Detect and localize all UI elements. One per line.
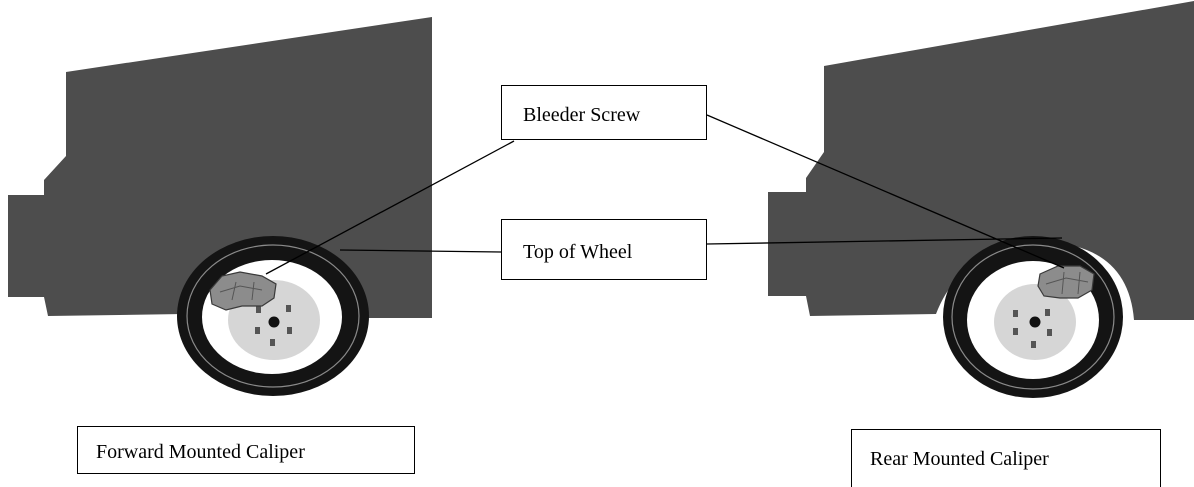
lug-nut — [255, 327, 260, 334]
top-of-wheel-label: Top of Wheel — [501, 219, 707, 280]
caliper-left — [209, 271, 277, 311]
lug-nut — [1047, 329, 1052, 336]
caliper-left-detail — [219, 281, 263, 301]
lug-nut — [1045, 309, 1050, 316]
leader-top-right — [706, 237, 1063, 245]
lug-nut — [270, 339, 275, 346]
lug-nut — [1031, 341, 1036, 348]
lug-nut — [287, 327, 292, 334]
caliper-right-detail — [1045, 271, 1089, 295]
forward-caliper-label: Forward Mounted Caliper — [77, 426, 415, 474]
leader-top-left — [339, 249, 502, 253]
wheel-left — [177, 236, 369, 396]
lug-nut — [256, 306, 261, 313]
vehicle-body-right — [768, 1, 1194, 320]
vehicle-left — [8, 17, 432, 396]
vehicle-right — [768, 1, 1194, 398]
hub-center-left — [268, 316, 280, 328]
tire-ring-left — [186, 244, 360, 388]
leader-bleeder-left — [265, 140, 515, 275]
lug-nut — [1013, 310, 1018, 317]
wheel-right — [943, 236, 1123, 398]
rear-caliper-label: Rear Mounted Caliper — [851, 429, 1161, 487]
lug-nuts-right — [1013, 309, 1052, 348]
tire-ring-right — [951, 244, 1115, 390]
lug-nut — [1013, 328, 1018, 335]
leader-lines — [265, 114, 1065, 275]
vehicle-body-left — [8, 17, 432, 318]
hub-center-right — [1029, 316, 1041, 328]
bleeder-screw-label: Bleeder Screw — [501, 85, 707, 140]
leader-bleeder-right — [706, 114, 1065, 269]
lug-nuts-left — [255, 305, 292, 346]
lug-nut — [286, 305, 291, 312]
